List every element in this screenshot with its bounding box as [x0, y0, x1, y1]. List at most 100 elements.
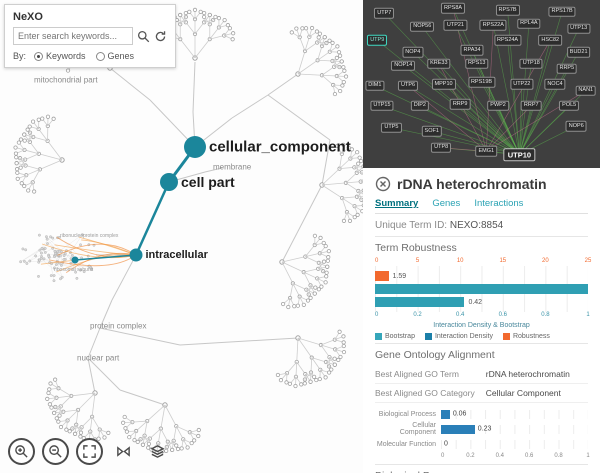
network-node[interactable]: UTP10: [503, 147, 536, 162]
network-node[interactable]: RPL4A: [517, 18, 541, 29]
tree-node-label[interactable]: mitochondrial part: [34, 75, 98, 85]
network-node[interactable]: RPS13: [465, 58, 489, 70]
interaction-network-panel[interactable]: UTP7 RPS8A RPS7B RPS17B NOP56 UTP21 RPS22A RPL4…: [363, 0, 600, 168]
legend-swatch: [502, 333, 510, 340]
network-node[interactable]: NOP56: [410, 21, 435, 33]
fit-to-screen-icon: [83, 445, 96, 458]
network-node[interactable]: RPS7B: [495, 4, 520, 16]
reset-search-icon[interactable]: [154, 30, 167, 43]
fit-to-screen-button[interactable]: [76, 438, 103, 465]
legend-swatch: [424, 333, 432, 340]
tree-node-label[interactable]: intracellular: [145, 249, 208, 261]
network-node[interactable]: NOP14: [391, 60, 416, 71]
network-node[interactable]: RRP5: [556, 63, 578, 75]
close-icon[interactable]: [375, 176, 391, 192]
robustness-bar-row: 1.59: [375, 271, 588, 281]
section-term-robustness: Term Robustness: [375, 236, 588, 258]
radio-keywords[interactable]: Keywords: [34, 51, 86, 61]
alignment-category-label: Molecular Function: [376, 440, 436, 448]
network-node[interactable]: UTP13: [567, 23, 591, 34]
legend-label: Robustness: [512, 333, 550, 340]
radio-genes[interactable]: Genes: [95, 51, 134, 61]
tree-node-label[interactable]: protein complex: [90, 321, 147, 331]
robustness-bar: [375, 271, 389, 281]
zoom-in-button[interactable]: [8, 438, 35, 465]
network-node[interactable]: RPS24A: [494, 35, 522, 46]
network-node[interactable]: UTP7: [374, 8, 395, 19]
alignment-bar: [441, 424, 475, 434]
legend-item: Robustness: [502, 333, 550, 340]
network-node[interactable]: UTP5: [381, 122, 402, 133]
robustness-axis-label: Interaction Density & Bootstrap: [433, 322, 530, 329]
tree-node-label[interactable]: membrane: [213, 162, 252, 172]
search-input[interactable]: [13, 27, 133, 45]
legend-item: Interaction Density: [424, 333, 493, 340]
legend-item: Bootstrap: [375, 333, 415, 340]
tree-node-label[interactable]: nuclear part: [77, 353, 120, 363]
app-title: NeXO: [13, 11, 43, 23]
layers-button[interactable]: [144, 438, 171, 465]
network-node[interactable]: HSC82: [538, 35, 563, 46]
radio-label: Keywords: [46, 51, 86, 61]
network-node[interactable]: UTP15: [370, 100, 394, 112]
network-node[interactable]: POL5: [559, 100, 580, 112]
layers-icon: [150, 445, 165, 458]
tree-node-label[interactable]: cellular_component: [209, 138, 351, 156]
network-node[interactable]: RPS22A: [479, 19, 507, 31]
network-node[interactable]: RRP7: [520, 100, 542, 112]
search-icon[interactable]: [137, 30, 150, 43]
network-node[interactable]: UTP21: [443, 19, 467, 31]
network-node[interactable]: KRE33: [427, 58, 451, 70]
go-row-value: rDNA heterochromatin: [485, 369, 570, 379]
network-node[interactable]: RPS19B: [467, 77, 496, 88]
network-node[interactable]: RPS17B: [548, 6, 576, 17]
network-node[interactable]: NAN1: [575, 85, 597, 96]
network-node[interactable]: NOP6: [565, 120, 587, 132]
tree-node-label[interactable]: ribosomal subunit: [54, 267, 94, 273]
network-node[interactable]: NOP4: [402, 46, 424, 58]
tab-interactions[interactable]: Interactions: [474, 198, 524, 209]
network-node[interactable]: RPS8A: [441, 3, 466, 14]
alignment-bar: [441, 409, 450, 419]
network-node[interactable]: NOC4: [544, 78, 566, 90]
network-node[interactable]: RRP9: [449, 98, 471, 110]
network-node[interactable]: UTP8: [431, 142, 452, 154]
network-node[interactable]: SOF1: [421, 125, 442, 137]
network-node[interactable]: EMG1: [475, 145, 498, 157]
go-row-value: Cellular Component: [485, 388, 561, 398]
tab-summary[interactable]: Summary: [375, 198, 419, 209]
network-node[interactable]: DIM1: [365, 80, 385, 91]
zoom-out-button[interactable]: [42, 438, 69, 465]
network-node[interactable]: BUD21: [566, 46, 591, 58]
radio-circle: [95, 51, 105, 61]
network-node[interactable]: UTP6: [397, 80, 419, 91]
section-biological-process: Biological Process: [375, 464, 588, 473]
network-node[interactable]: UTP18: [519, 58, 543, 70]
network-node[interactable]: DIP2: [410, 100, 429, 112]
network-node[interactable]: UTP22: [510, 78, 534, 90]
network-node[interactable]: RPA34: [460, 45, 484, 56]
ontology-tree-graphic: [13, 7, 363, 455]
legend-label: Interaction Density: [434, 333, 493, 340]
network-node[interactable]: UTP9: [367, 35, 388, 46]
legend-swatch: [375, 333, 382, 340]
alignment-value-label: 0.23: [477, 425, 492, 433]
tree-node-label[interactable]: cell part: [181, 174, 235, 190]
network-node[interactable]: PWP2: [487, 100, 509, 112]
tree-node-label[interactable]: ribonucleoprotein complex: [60, 233, 119, 239]
network-node[interactable]: MPP10: [431, 78, 456, 90]
expand-collapse-button[interactable]: [110, 438, 137, 465]
tab-genes[interactable]: Genes: [432, 198, 461, 209]
